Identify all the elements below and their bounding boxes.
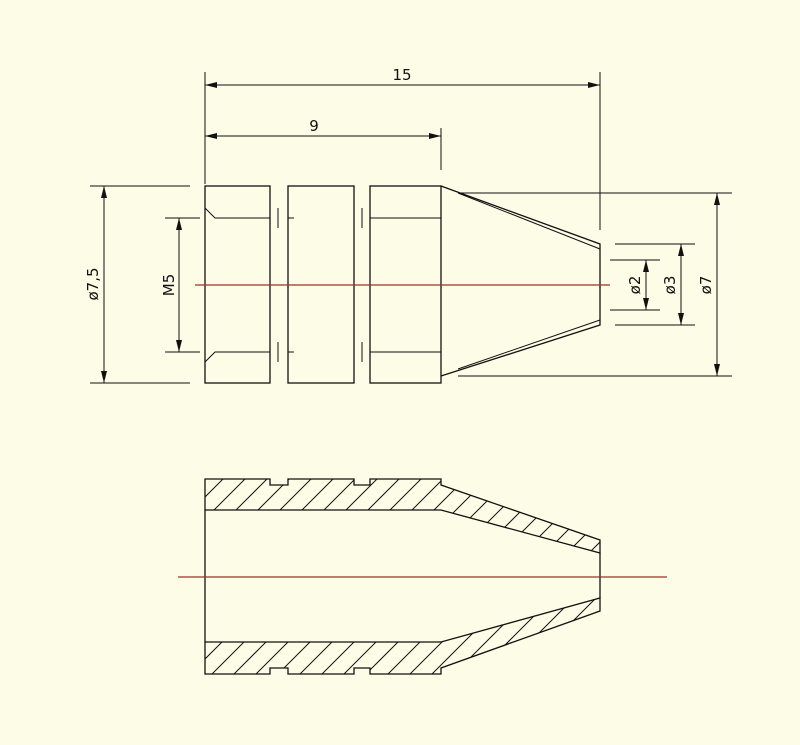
dimension-overall-length: 15 — [204, 66, 601, 230]
dim-label-tip-bore: ø2 — [626, 276, 644, 295]
hatch-line — [205, 598, 270, 674]
hatch-line — [449, 479, 536, 553]
hatch-line — [205, 479, 228, 553]
hatch-line — [604, 475, 689, 560]
dimension-tip-bore: ø2 — [610, 259, 660, 311]
dim-label-thread-size: M5 — [160, 274, 178, 297]
section-wall-top — [204, 478, 601, 554]
dimension-body-diameter: ø7,5 — [84, 185, 190, 384]
thread-line-top — [204, 207, 270, 219]
cone-inner-line-bottom — [457, 319, 601, 370]
hatch-line — [205, 479, 206, 553]
hatch-line — [205, 479, 250, 553]
dim-label-cone-diameter: ø7 — [697, 276, 715, 295]
dimension-cone-diameter: ø7 — [458, 192, 732, 377]
hatch-line — [383, 598, 468, 674]
hatch-line — [207, 598, 292, 674]
side-view — [195, 185, 610, 384]
hatch-line — [205, 479, 272, 553]
hatch-line — [559, 479, 600, 553]
hatch-line — [471, 479, 558, 553]
hatch-line — [207, 479, 294, 553]
dim-label-tip-outer: ø3 — [661, 276, 679, 295]
section-view — [120, 475, 689, 678]
cone-inner-line-top — [457, 192, 601, 250]
hatch-line — [361, 479, 448, 553]
hatch-line — [251, 598, 336, 674]
hatch-line — [317, 479, 404, 553]
hatch-line — [581, 479, 600, 553]
thread-line-bottom — [204, 351, 270, 363]
hatch-line — [295, 598, 380, 674]
hatch-line — [295, 479, 382, 553]
hatch-line — [339, 479, 426, 553]
dimension-thread-length: 9 — [205, 117, 442, 170]
section-wall-bottom — [204, 597, 601, 675]
dimension-tip-outer: ø3 — [615, 243, 695, 326]
hatch-line — [229, 598, 314, 674]
dimension-thread-size: M5 — [160, 217, 200, 353]
dim-label-body-diameter: ø7,5 — [84, 267, 102, 300]
hatch-line — [339, 598, 424, 674]
hatch-line — [273, 479, 360, 553]
hatch-line — [120, 595, 203, 678]
hatch-line — [427, 598, 512, 674]
dim-label-thread-length: 9 — [309, 117, 319, 135]
hatch-line — [559, 598, 600, 674]
hatch-line — [537, 598, 600, 674]
hatch-line — [205, 598, 226, 674]
dim-label-overall-length: 15 — [392, 66, 411, 84]
hatch-line — [251, 479, 338, 553]
hatch-line — [361, 598, 446, 674]
hatch-line — [581, 598, 600, 674]
hatch-line — [317, 598, 402, 674]
hatch-line — [471, 598, 556, 674]
hatch-line — [604, 595, 687, 678]
hatch-line — [383, 479, 470, 553]
hatch-line — [229, 479, 316, 553]
hatch-line — [515, 479, 600, 553]
hatch-line — [273, 598, 358, 674]
